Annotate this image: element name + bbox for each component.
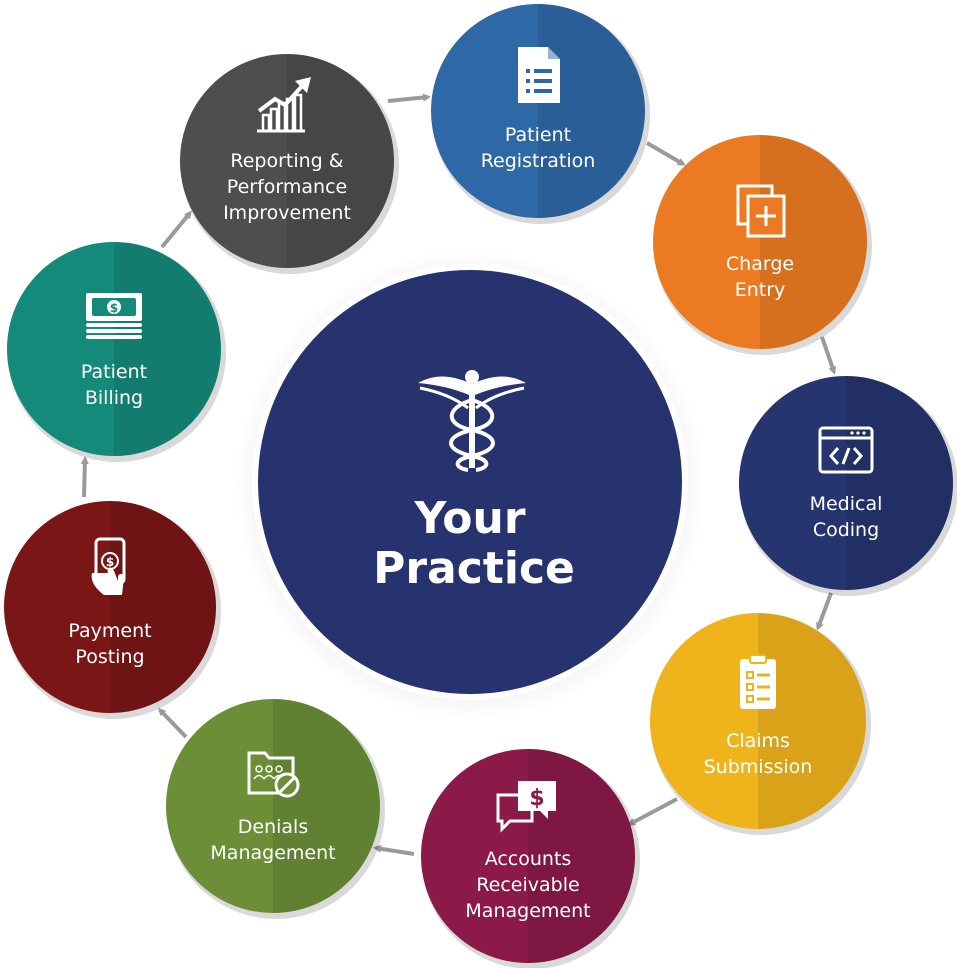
step-shade bbox=[538, 4, 645, 218]
step-label-line: Submission bbox=[704, 756, 813, 778]
step-circle bbox=[166, 699, 380, 913]
center-title-line1: Your bbox=[413, 493, 525, 544]
step-label-line: Coding bbox=[813, 519, 879, 541]
center-title-line2: Practice bbox=[373, 543, 575, 594]
step-circle bbox=[180, 54, 394, 268]
step-label-line: Medical bbox=[810, 493, 883, 515]
flow-arrow bbox=[820, 336, 837, 375]
step-shade bbox=[846, 376, 953, 590]
step-label-line: Posting bbox=[75, 646, 144, 668]
flow-arrow bbox=[160, 210, 192, 249]
hand-phone-dollar-icon: $ bbox=[91, 537, 126, 595]
flow-arrow bbox=[645, 141, 686, 166]
step-circle bbox=[739, 376, 953, 590]
caduceus-icon bbox=[418, 370, 526, 472]
step-circle bbox=[653, 135, 867, 349]
step-circle bbox=[421, 749, 635, 963]
center-hub: Your Practice bbox=[235, 250, 705, 720]
step-label-line: Patient bbox=[505, 124, 571, 146]
step-circle bbox=[7, 242, 221, 456]
dollar-chat-icon: $ bbox=[496, 781, 556, 833]
svg-text:$: $ bbox=[529, 786, 544, 811]
step-circle bbox=[4, 501, 216, 713]
process-steps: PatientRegistrationChargeEntryMedicalCod… bbox=[4, 4, 957, 968]
code-window-icon bbox=[818, 426, 874, 474]
flow-arrow bbox=[627, 797, 678, 826]
step-label-line: Management bbox=[465, 900, 590, 922]
flow-arrows bbox=[80, 93, 837, 856]
step-label-line: Management bbox=[210, 842, 335, 864]
step-label-line: Entry bbox=[735, 279, 786, 301]
flow-arrow bbox=[373, 844, 415, 856]
step-label-line: Performance bbox=[227, 176, 347, 198]
growth-chart-icon bbox=[257, 77, 311, 133]
flow-arrow bbox=[80, 456, 89, 498]
step-shade bbox=[287, 54, 394, 268]
step-shade bbox=[273, 699, 380, 913]
center-circle bbox=[258, 270, 682, 694]
flow-arrow bbox=[387, 93, 431, 103]
step-label-line: Denials bbox=[238, 816, 308, 838]
folder-deny-icon bbox=[247, 751, 300, 798]
step-circle bbox=[431, 4, 645, 218]
flow-arrow bbox=[157, 707, 188, 739]
step-label-line: Registration bbox=[481, 150, 596, 172]
step-label-line: Improvement bbox=[223, 202, 351, 224]
step-label-line: Charge bbox=[726, 253, 794, 275]
step-circle bbox=[650, 613, 866, 829]
step-label-line: Patient bbox=[81, 361, 147, 383]
step-label-line: Claims bbox=[726, 730, 790, 752]
step-shade bbox=[760, 135, 867, 349]
document-list-icon bbox=[518, 47, 560, 103]
step-label-line: Accounts bbox=[485, 848, 572, 870]
flow-arrow bbox=[815, 592, 833, 631]
step-label-line: Receivable bbox=[476, 874, 579, 896]
step-label-line: Reporting & bbox=[230, 150, 343, 172]
step-shade bbox=[110, 501, 216, 713]
step-label-line: Billing bbox=[85, 387, 143, 409]
step-shade bbox=[114, 242, 221, 456]
clipboard-checklist-icon bbox=[740, 654, 776, 709]
svg-text:$: $ bbox=[110, 301, 118, 315]
step-shade bbox=[758, 613, 866, 829]
add-copy-icon bbox=[736, 184, 786, 238]
step-label-line: Payment bbox=[68, 620, 151, 642]
svg-text:$: $ bbox=[106, 555, 114, 569]
cash-stack-icon: $ bbox=[86, 293, 142, 339]
